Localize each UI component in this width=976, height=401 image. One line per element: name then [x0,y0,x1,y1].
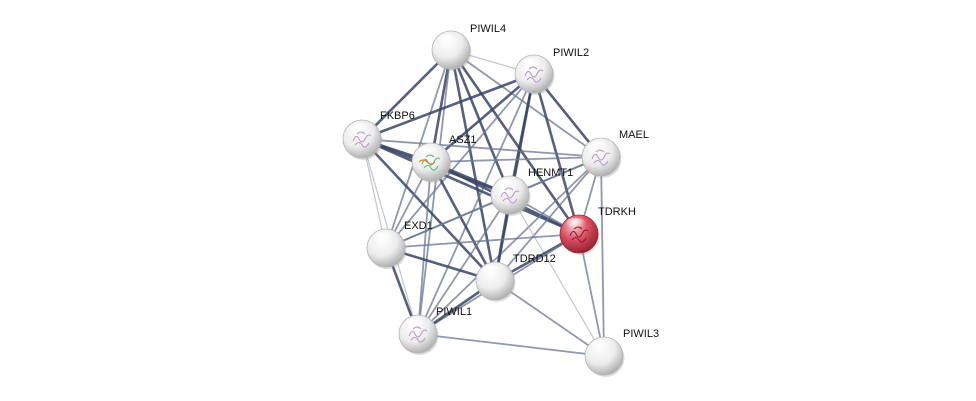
node-piwil3[interactable]: PIWIL3 [584,328,659,377]
node-highlight [565,218,587,232]
node-mael[interactable]: MAEL [581,129,649,178]
node-tdrkh[interactable]: TDRKH [559,206,636,255]
node-label[interactable]: PIWIL4 [470,23,506,35]
node-label[interactable]: TDRD12 [513,253,556,265]
node-label[interactable]: FKBP6 [380,110,415,122]
edge-mael-tdrd12[interactable] [494,156,602,282]
node-asz1[interactable]: ASZ1 [411,134,477,183]
node-label[interactable]: EXD1 [404,220,433,232]
node-label[interactable]: TDRKH [598,206,636,218]
node-label[interactable]: HENMT1 [528,167,573,179]
node-highlight [348,123,370,137]
edge-fkbp6-tdrkh[interactable] [360,137,581,236]
edge-asz1-piwil1[interactable] [417,161,432,335]
node-highlight [520,58,542,72]
edge-piwil4-tdrkh[interactable] [449,48,581,236]
edge-fkbp6-mael[interactable] [361,138,602,158]
edge-piwil4-henmt1[interactable] [449,48,512,197]
edge-piwil4-fkbp6[interactable] [360,48,453,141]
node-highlight [417,146,439,160]
edge-mael-piwil1[interactable] [417,156,602,335]
edge-piwil2-asz1[interactable] [429,72,536,164]
node-highlight [481,265,503,279]
node-highlight [496,179,518,193]
node-piwil4[interactable]: PIWIL4 [431,23,506,71]
edge-piwil1-piwil3[interactable] [417,333,605,357]
node-label[interactable]: MAEL [619,129,649,141]
edge-henmt1-piwil3[interactable] [509,194,605,357]
node-highlight [372,232,394,246]
edge-piwil4-mael[interactable] [450,49,602,158]
node-tdrd12[interactable]: TDRD12 [475,253,556,302]
node-piwil2[interactable]: PIWIL2 [514,47,589,95]
node-label[interactable]: ASZ1 [449,134,477,146]
edge-fkbp6-tdrd12[interactable] [360,137,497,283]
edge-tdrkh-piwil3[interactable] [578,233,605,357]
edge-henmt1-piwil1[interactable] [417,194,511,335]
protein-structure-icon [418,159,436,165]
node-exd1[interactable]: EXD1 [366,220,433,269]
node-label[interactable]: PIWIL2 [553,47,589,59]
edge-asz1-mael[interactable] [430,156,602,163]
edge-layer [360,48,605,357]
node-highlight [587,141,609,155]
edge-piwil2-fkbp6[interactable] [360,72,536,141]
node-henmt1[interactable]: HENMT1 [490,167,573,216]
edge-piwil2-piwil1[interactable] [417,73,535,335]
edge-mael-piwil3[interactable] [600,156,605,357]
node-fkbp6[interactable]: FKBP6 [342,110,415,160]
edge-tdrkh-exd1[interactable] [385,233,580,249]
node-highlight [404,318,426,332]
node-label[interactable]: PIWIL3 [623,328,659,340]
edge-asz1-tdrd12[interactable] [429,160,497,283]
edge-piwil4-tdrd12[interactable] [449,48,497,283]
node-highlight [590,340,612,354]
node-piwil1[interactable]: PIWIL1 [398,306,472,355]
edge-tdrd12-piwil3[interactable] [494,280,605,357]
node-highlight [437,34,459,48]
node-label[interactable]: PIWIL1 [436,306,472,318]
edge-henmt1-exd1[interactable] [385,194,511,249]
